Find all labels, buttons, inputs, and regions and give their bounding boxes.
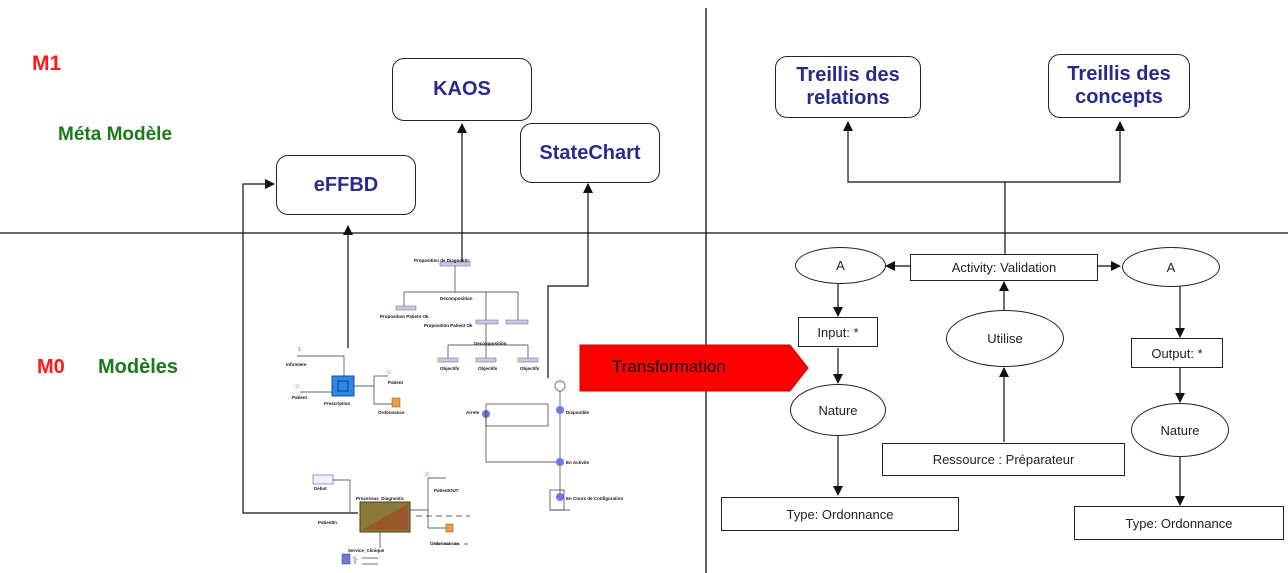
kaos-thumbnail [395, 261, 539, 363]
treillis-concepts-box: Treillis des concepts [1048, 54, 1190, 118]
level-m1-label: M1 [32, 52, 62, 75]
objectif-1-label: Objectifs [440, 366, 460, 371]
transformation-label: Transformation [612, 357, 726, 376]
nature-right-oval: Nature [1131, 403, 1229, 457]
ordonnances-label: Ordonnances [430, 541, 460, 546]
output-box: Output: * [1131, 338, 1223, 368]
decomposition-2-label: Decomposition [474, 341, 507, 346]
prescription-label: Prescription [324, 401, 351, 406]
goal-right-label: Proposition Patient Ok [424, 323, 473, 328]
objectif-2-label: Objectifs [478, 366, 498, 371]
utilise-oval: Utilise [946, 310, 1064, 367]
connector-to-treillis-concepts [1005, 121, 1125, 183]
goal-left-label: Proposition Patient Ok [380, 314, 429, 319]
statechart-thumbnail [482, 380, 570, 511]
type-left-box: Type: Ordonnance [721, 497, 959, 531]
activity-box: Activity: Validation [910, 254, 1098, 281]
arrow-to-statechart [547, 183, 593, 378]
svg-text:☺: ☺ [294, 384, 300, 390]
a-right-oval: A [1122, 247, 1220, 287]
processus-label: Processus_Diagnostic [356, 496, 405, 501]
patient-out-2-label: PatientOUT [434, 488, 459, 493]
type-right-box: Type: Ordonnance [1074, 506, 1284, 540]
transformation-arrow [579, 344, 809, 392]
en-cours-label: En Cours de Configuration [566, 496, 624, 501]
connector-to-treillis-relations [843, 121, 1006, 254]
svg-text:☺: ☺ [424, 472, 430, 478]
infirmiere-label: Infirmiere [286, 362, 307, 367]
models-label: Modèles [98, 356, 179, 378]
level-m0-label: M0 [37, 356, 65, 378]
patient-out-label: Patient [388, 380, 404, 385]
disponible-label: Disponible [566, 410, 590, 415]
statechart-box: StateChart [520, 123, 660, 183]
decomposition-1-label: Decomposition [440, 296, 473, 301]
nature-left-oval: Nature [790, 384, 886, 436]
kaos-root-label: Proposition de Diagnostic [414, 258, 470, 263]
effbd-thumbnail: ♀ ☺ ☺ [294, 344, 401, 408]
input-box: Input: * [798, 317, 878, 347]
ressource-box: Ressource : Préparateur [882, 443, 1125, 476]
ordonnance-label: Ordonnance [378, 410, 405, 415]
patient-in-2-label: PatientIn [318, 520, 338, 525]
meta-model-label: Méta Modèle [58, 124, 173, 145]
arrow-to-effbd-side [242, 179, 358, 514]
objectif-3-label: Objectifs [520, 366, 540, 371]
svg-text:♀: ♀ [296, 344, 303, 354]
svg-text:⚕: ⚕ [352, 555, 358, 567]
process-thumbnail: ⚕ ☺ [312, 472, 470, 567]
arrete-label: Arrete [466, 410, 480, 415]
en-activite-label: En Activite [566, 460, 590, 465]
kaos-box: KAOS [392, 58, 532, 121]
treillis-relations-box: Treillis des relations [775, 56, 921, 118]
svg-text:☺: ☺ [386, 370, 392, 376]
service-clinique-label: Service_Clinique [348, 548, 385, 553]
patient-in-label: Patient [292, 395, 308, 400]
effbd-box: eFFBD [276, 155, 416, 215]
a-left-oval: A [795, 247, 886, 284]
debut-label: Debut [314, 486, 327, 491]
